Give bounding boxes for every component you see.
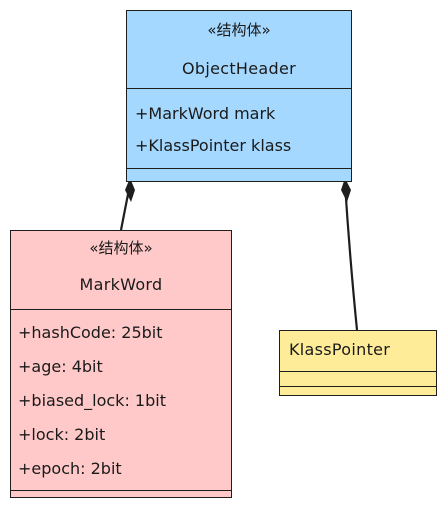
divider [11,490,231,491]
divider [280,371,436,372]
class-name: ObjectHeader [182,59,296,78]
attribute-item: +MarkWord mark [135,104,276,123]
class-box-markword[interactable]: «结构体» MarkWord +hashCode: 25bit +age: 4b… [10,230,232,498]
attribute-list: +MarkWord mark +KlassPointer klass [127,89,351,168]
attribute-item: +hashCode: 25bit [18,323,163,342]
attribute-item: +lock: 2bit [18,425,106,444]
class-header: KlassPointer [280,331,436,371]
stereotype-label: «结构体» [207,21,271,39]
empty-compartment [280,372,436,386]
class-box-klasspointer[interactable]: KlassPointer [279,330,437,396]
attribute-list: +hashCode: 25bit +age: 4bit +biased_lock… [11,310,231,490]
class-name: MarkWord [79,275,163,294]
attribute-item: +age: 4bit [18,357,103,376]
class-box-objectheader[interactable]: «结构体» ObjectHeader +MarkWord mark +Klass… [126,10,352,182]
class-header: «结构体» ObjectHeader [127,11,351,88]
divider [127,168,351,169]
attribute-item: +epoch: 2bit [18,459,122,478]
stereotype-label: «结构体» [89,239,153,257]
composition-diamond-markword [125,178,135,202]
class-header: «结构体» MarkWord [11,231,231,309]
divider [127,88,351,89]
divider [280,386,436,387]
composition-link-klasspointer [343,183,359,331]
attribute-item: +KlassPointer klass [135,136,292,155]
class-name: KlassPointer [289,340,391,359]
divider [11,309,231,310]
composition-diamond-klasspointer [341,178,351,202]
attribute-item: +biased_lock: 1bit [18,391,166,410]
